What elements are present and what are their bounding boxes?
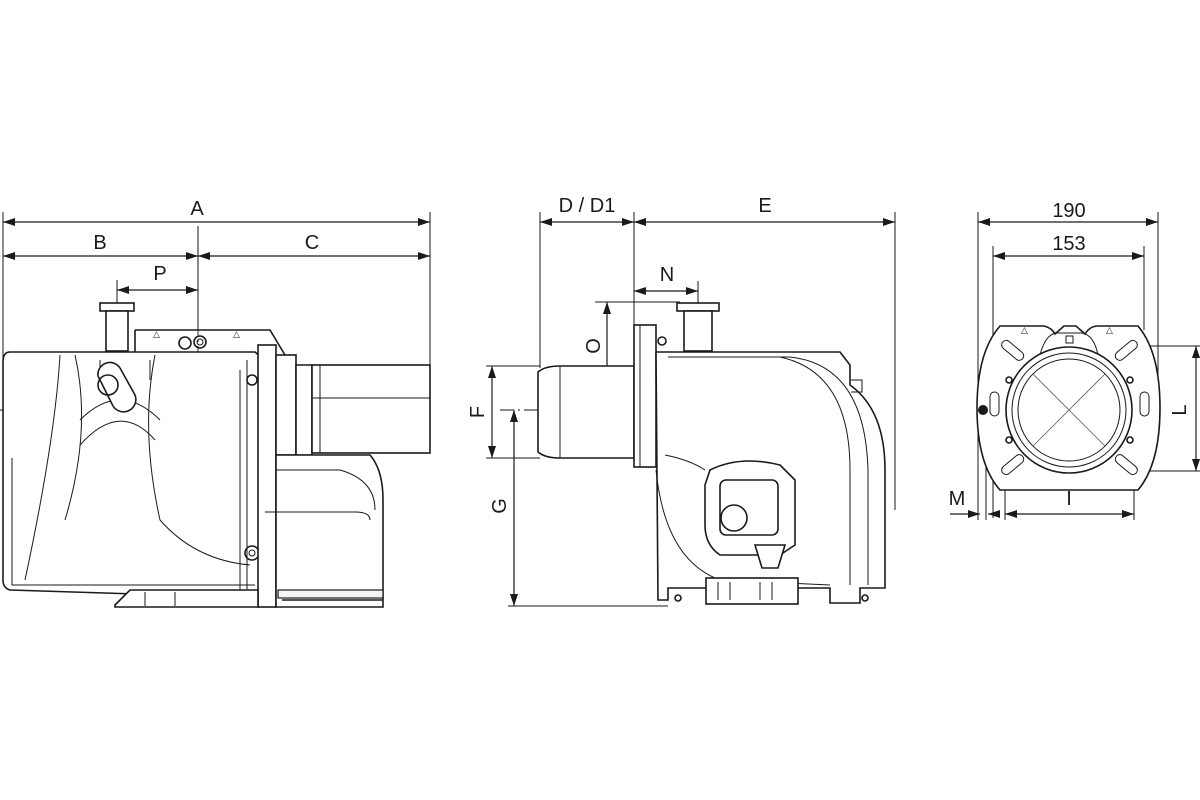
dimension-153-label: 153 [1052,233,1085,255]
central-opening [1005,346,1133,474]
dimension-d-d1: D / D1 [540,195,634,226]
mounting-slots [989,339,1150,476]
dimension-a: A [3,198,430,226]
dimension-n: N [634,264,698,295]
flange-view: 190 153 L I M [949,200,1200,520]
dimension-i-label: I [1066,488,1072,510]
mounting-flange [633,324,657,468]
dimension-m: M [949,488,1000,518]
front-view: D / D1 E N O F G [467,195,896,607]
blast-tube [537,365,635,459]
base-foot [114,589,259,608]
front-top-fitting [676,302,720,352]
dimension-190-label: 190 [1052,200,1085,222]
dimension-a-label: A [190,198,204,220]
dimension-i: I [1005,488,1134,518]
dimension-o-label: O [583,338,605,354]
dimension-g: G [489,410,518,606]
reference-mark [978,405,988,415]
warning-mark-flange-left: △ [1021,325,1028,335]
dimension-f: F [467,366,496,458]
dimension-c: C [198,232,430,260]
dimension-l-label: L [1169,404,1191,415]
dimension-b: B [3,232,198,260]
top-fitting [99,302,135,352]
dimension-p-label: P [153,263,166,285]
dimension-n-label: N [660,264,674,286]
dimension-g-label: G [489,498,511,514]
dimension-d-d1-label: D / D1 [559,195,616,217]
dimension-m-label: M [949,488,966,510]
front-housing [655,351,886,605]
side-view: A B C P △ △ [0,198,431,608]
warning-mark-side-left: △ [153,329,160,339]
dimension-c-label: C [305,232,319,254]
dimension-f-label: F [467,406,489,418]
dimension-p: P [117,263,198,294]
warning-mark-flange-right: △ [1106,325,1113,335]
dimension-e: E [634,195,895,226]
motor-assembly [257,344,431,608]
burner-housing [2,351,263,599]
dimension-190: 190 [978,200,1158,226]
dimension-l: L [1169,346,1200,471]
dimension-153: 153 [993,233,1144,260]
dimension-e-label: E [758,195,771,217]
warning-mark-side-right: △ [233,329,240,339]
dimension-b-label: B [93,232,106,254]
